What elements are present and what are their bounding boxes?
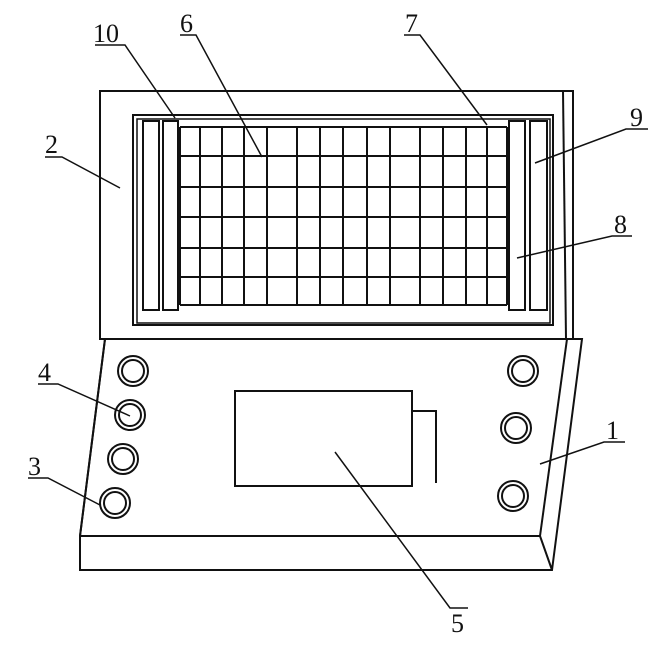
base — [79, 338, 584, 571]
knob — [99, 487, 131, 519]
label-knob-upper: 4 — [38, 358, 51, 387]
knob — [117, 355, 149, 387]
label-lid: 2 — [45, 130, 58, 159]
lid — [99, 90, 574, 340]
display-box — [234, 390, 437, 487]
knobs — [99, 355, 539, 519]
knob — [107, 443, 139, 475]
knob — [497, 480, 529, 512]
hook — [412, 410, 437, 483]
side-bars — [142, 120, 548, 311]
right-inner-bar — [508, 120, 526, 311]
label-display-box: 5 — [451, 609, 464, 638]
label-side-bar: 9 — [630, 103, 643, 132]
right-outer-bar — [529, 120, 548, 311]
label-base: 1 — [606, 416, 619, 445]
label-inner-frame: 10 — [93, 19, 119, 48]
label-slide-rail: 8 — [614, 210, 627, 239]
left-inner-bar — [162, 120, 179, 311]
left-outer-bar — [142, 120, 160, 311]
label-grid-panel: 6 — [180, 9, 193, 38]
knob — [114, 399, 146, 431]
knob — [500, 412, 532, 444]
grid-panel — [179, 126, 508, 306]
knob — [507, 355, 539, 387]
inner-frame — [132, 114, 554, 326]
leader-lines — [28, 34, 648, 609]
label-grid-frame: 7 — [405, 9, 418, 38]
label-knob-lower: 3 — [28, 452, 41, 481]
